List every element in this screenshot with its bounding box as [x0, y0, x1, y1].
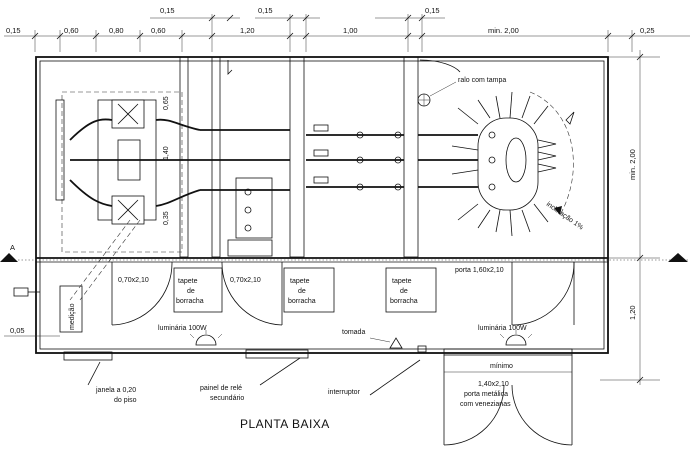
minimum-label: mínimo	[490, 363, 513, 370]
luminaire-right: luminária 100W	[478, 325, 533, 346]
upper-dimension-chain: 0,15 0,15 0,15	[150, 6, 445, 22]
door-left: 0,70x2,10	[111, 261, 173, 326]
dim-upper-0: 0,15	[160, 6, 175, 15]
switchgear-cell-1	[200, 129, 290, 257]
door-main-label: porta 1,60x2,10	[455, 267, 504, 274]
svg-text:de: de	[187, 288, 195, 295]
dim-top-2: 0,80	[109, 26, 124, 35]
floor-drain: ralo com tampa	[417, 77, 506, 107]
svg-text:borracha: borracha	[176, 298, 204, 305]
door-left-label: 0,70x2,10	[118, 277, 149, 284]
dim-top-7: 0,25	[640, 26, 655, 35]
svg-text:de: de	[400, 288, 408, 295]
light-switch: interruptor	[328, 345, 427, 396]
building-walls	[35, 56, 609, 354]
door-mid: 0,70x2,10	[221, 261, 283, 326]
svg-text:com venezianas: com venezianas	[460, 401, 511, 408]
section-mark-right-label: A	[678, 255, 683, 264]
svg-text:tapete: tapete	[290, 278, 310, 285]
page-title: PLANTA BAIXA	[240, 417, 330, 431]
switch-label: interruptor	[328, 389, 361, 396]
main-transformer: inclinação 1%	[418, 91, 584, 237]
section-mark-left: A	[0, 243, 690, 262]
metering-box: medição	[13, 285, 83, 333]
svg-text:borracha: borracha	[288, 298, 316, 305]
rubber-mat-1: tapete de borracha	[173, 267, 223, 313]
svg-text:1,40x2,10: 1,40x2,10	[478, 381, 509, 388]
dim-right-1: 1,20	[628, 305, 637, 320]
top-arrows	[227, 59, 461, 75]
rubber-mat-2: tapete de borracha	[283, 267, 335, 313]
svg-text:painel de relé: painel de relé	[200, 385, 242, 392]
svg-text:0,35: 0,35	[163, 211, 170, 225]
svg-text:0,65: 0,65	[163, 96, 170, 110]
dim-small: 0,05	[10, 326, 25, 335]
svg-text:secundário: secundário	[210, 395, 244, 402]
door-main: porta 1,60x2,10	[455, 261, 575, 326]
dim-top-1: 0,60	[64, 26, 79, 35]
svg-text:de: de	[298, 288, 306, 295]
svg-text:porta metálica: porta metálica	[464, 391, 508, 398]
dim-upper-1: 0,15	[258, 6, 273, 15]
power-transformer: 0,65 1,40 0,35	[55, 96, 201, 225]
metering-label: medição	[69, 303, 76, 330]
svg-text:borracha: borracha	[390, 298, 418, 305]
section-mark-right: A	[668, 253, 688, 264]
luminaire-left-label: luminária 100W	[158, 325, 207, 332]
svg-text:tapete: tapete	[178, 278, 198, 285]
top-dimension-chain: 0,15 0,60 0,80 0,60 1,20 1,00 min. 2,00 …	[4, 14, 690, 52]
door-mid-label: 0,70x2,10	[230, 277, 261, 284]
dim-right-0: min. 2,00	[628, 149, 637, 180]
metal-door: mínimo 1,40x2,10 porta metálica com vene…	[443, 348, 573, 446]
luminaire-left: luminária 100W	[158, 325, 223, 346]
svg-text:janela a 0,20: janela a 0,20	[95, 387, 136, 394]
bottom-window: janela a 0,20 do piso	[63, 351, 137, 404]
relay-panel: painel de relé secundário	[200, 349, 309, 402]
svg-text:tapete: tapete	[392, 278, 412, 285]
svg-text:1,40: 1,40	[163, 146, 170, 160]
svg-text:do piso: do piso	[114, 397, 137, 404]
dim-top-3: 0,60	[151, 26, 166, 35]
small-dimension: 0,05	[4, 326, 60, 337]
dim-top-4: 1,20	[240, 26, 255, 35]
socket: tomada	[342, 329, 403, 349]
dim-upper-2: 0,15	[425, 6, 440, 15]
conduit-dashed	[69, 219, 141, 301]
section-mark-left-label: A	[10, 243, 15, 252]
switchgear-cell-2	[306, 124, 404, 191]
socket-label: tomada	[342, 329, 365, 336]
luminaire-right-label: luminária 100W	[478, 325, 527, 332]
right-dimension-chain: min. 2,00 1,20	[600, 50, 660, 385]
dim-top-5: 1,00	[343, 26, 358, 35]
dim-top-0: 0,15	[6, 26, 21, 35]
drain-label: ralo com tampa	[458, 77, 506, 84]
rubber-mat-3: tapete de borracha	[385, 267, 437, 313]
dim-top-6: min. 2,00	[488, 26, 519, 35]
